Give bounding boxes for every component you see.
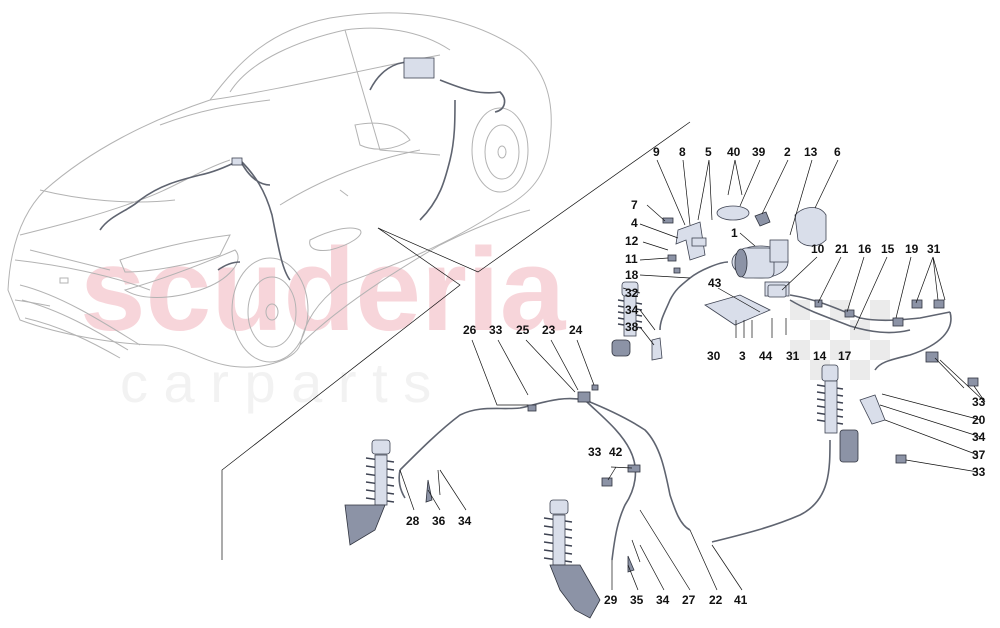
car-outline: [7, 12, 552, 368]
callout-31b: 31: [786, 349, 800, 363]
callout-36: 36: [432, 514, 446, 528]
callout-26: 26: [463, 323, 477, 337]
callout-7: 7: [631, 198, 638, 212]
front-wheel: [231, 257, 309, 363]
rear-wheel: [471, 107, 529, 193]
callout-15: 15: [881, 242, 895, 256]
callout-10: 10: [811, 242, 825, 256]
callout-19: 19: [905, 242, 919, 256]
callout-30: 30: [707, 349, 721, 363]
callout-6: 6: [834, 145, 841, 159]
watermark-line2: c a r p a r t s: [120, 351, 431, 414]
callout-33b: 33: [588, 445, 602, 459]
callout-31a: 31: [927, 242, 941, 256]
car-pump-unit: [403, 57, 435, 79]
mounting-plate-30: [704, 294, 771, 326]
callout-24: 24: [569, 323, 583, 337]
watermark: scuderia c a r p a r t s: [80, 224, 567, 414]
callout-43: 43: [708, 276, 722, 290]
car-hydraulic-lines: [99, 57, 506, 281]
callout-22: 22: [709, 593, 723, 607]
callout-35: 35: [630, 593, 644, 607]
shock-absorber-left: [344, 439, 395, 546]
callout-21: 21: [835, 242, 849, 256]
callout-32: 32: [625, 286, 639, 300]
callout-18: 18: [625, 268, 639, 282]
callout-11: 11: [625, 252, 638, 266]
callout-16: 16: [858, 242, 872, 256]
callout-4: 4: [631, 216, 638, 230]
callout-42: 42: [609, 445, 623, 459]
callout-13: 13: [804, 145, 818, 159]
callout-33d: 33: [972, 465, 986, 479]
callout-29: 29: [604, 593, 618, 607]
callout-34b: 34: [972, 430, 986, 444]
callout-40: 40: [727, 145, 741, 159]
callout-8: 8: [679, 145, 686, 159]
watermark-checker: [790, 300, 890, 380]
callout-34c: 34: [458, 514, 472, 528]
callout-23: 23: [542, 323, 556, 337]
callout-12: 12: [625, 234, 639, 248]
callout-5: 5: [705, 145, 712, 159]
callout-1: 1: [731, 226, 738, 240]
callout-2: 2: [784, 145, 791, 159]
callout-28: 28: [406, 514, 420, 528]
bracket-8: [675, 221, 707, 261]
callout-38: 38: [625, 320, 639, 334]
callout-27: 27: [682, 593, 696, 607]
callout-41: 41: [734, 593, 748, 607]
small-nut-2: [754, 211, 771, 227]
callout-25: 25: [516, 323, 530, 337]
shock-absorber-mid: [611, 281, 663, 361]
watermark-line1: scuderia: [80, 224, 567, 356]
callout-3: 3: [739, 349, 746, 363]
callout-39: 39: [752, 145, 766, 159]
callout-20: 20: [972, 413, 986, 427]
callout-33a: 33: [489, 323, 503, 337]
zoom-connector-lines: [221, 121, 691, 560]
callout-34a: 34: [625, 303, 639, 317]
sensor-10: [767, 284, 787, 298]
shock-absorber-right: [816, 364, 886, 463]
callout-44: 44: [759, 349, 773, 363]
shock-absorber-lower: [543, 499, 601, 619]
callout-37: 37: [972, 448, 986, 462]
callout-9: 9: [653, 145, 660, 159]
callout-34d: 34: [656, 593, 670, 607]
callout-33c: 33: [972, 395, 986, 409]
leader-lines: [399, 159, 986, 591]
filter-disc: [716, 205, 750, 221]
hydraulic-pump-assembly: [731, 239, 790, 297]
callout-14: 14: [813, 349, 827, 363]
callout-17: 17: [838, 349, 852, 363]
reservoir-cup: [794, 207, 827, 247]
callout-labels: 9 8 5 40 39 2 13 6 7 4 1 12 11 18 32 34 …: [406, 145, 986, 607]
